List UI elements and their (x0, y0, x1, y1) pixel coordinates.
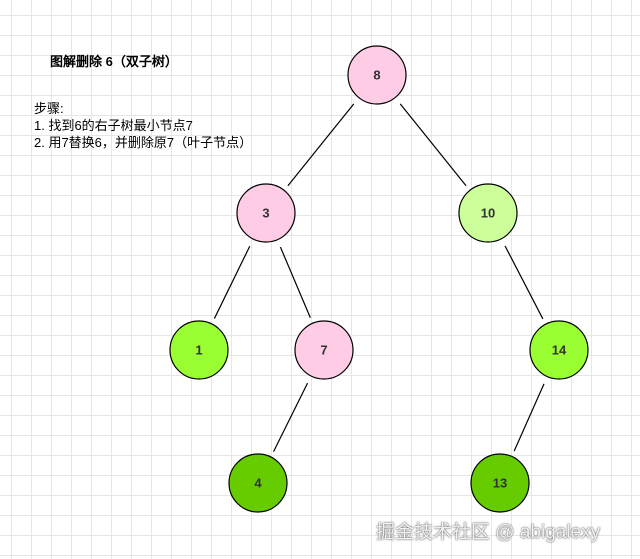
node-label-13: 13 (493, 475, 507, 490)
node-label-10: 10 (481, 205, 495, 220)
tree-node-4: 4 (228, 453, 288, 513)
step-item-2: 2. 用7替换6，并删除原7（叶子节点） (34, 135, 253, 150)
steps-heading: 步骤: (34, 101, 64, 116)
node-label-14: 14 (552, 342, 567, 357)
node-label-3: 3 (262, 205, 269, 220)
tree-node-3: 3 (236, 183, 296, 243)
node-circle-1 (169, 320, 229, 380)
edge-n10-n14 (504, 245, 544, 320)
node-circle-13 (470, 453, 530, 513)
tree-node-1: 1 (169, 320, 229, 380)
tree-node-10: 10 (458, 183, 518, 243)
node-circle-10 (458, 183, 518, 243)
edges-layer (213, 103, 545, 452)
step-item-1: 1. 找到6的右子树最小节点7 (34, 118, 193, 133)
tree-node-14: 14 (529, 320, 589, 380)
tree-node-7: 7 (294, 320, 354, 380)
node-circle-3 (236, 183, 296, 243)
edge-n3-n7 (279, 246, 311, 319)
node-circle-14 (529, 320, 589, 380)
diagram-title: 图解删除 6（双子树） (50, 54, 178, 69)
node-circle-4 (228, 453, 288, 513)
tree-node-8: 8 (347, 45, 407, 105)
node-circle-7 (294, 320, 354, 380)
node-label-1: 1 (195, 342, 202, 357)
node-circle-8 (347, 45, 407, 105)
node-label-7: 7 (320, 342, 327, 357)
node-label-8: 8 (373, 67, 380, 82)
node-label-4: 4 (254, 475, 262, 490)
watermark: 掘金技术社区 @ abigalexy (376, 522, 601, 543)
steps-block: 步骤: 1. 找到6的右子树最小节点7 2. 用7替换6，并删除原7（叶子节点） (34, 100, 252, 151)
edge-n8-n10 (399, 103, 467, 187)
edge-n8-n3 (287, 103, 355, 187)
edge-n14-n13 (513, 383, 545, 452)
edge-n3-n1 (213, 245, 251, 319)
edge-n7-n4 (273, 382, 309, 452)
tree-node-13: 13 (470, 453, 530, 513)
